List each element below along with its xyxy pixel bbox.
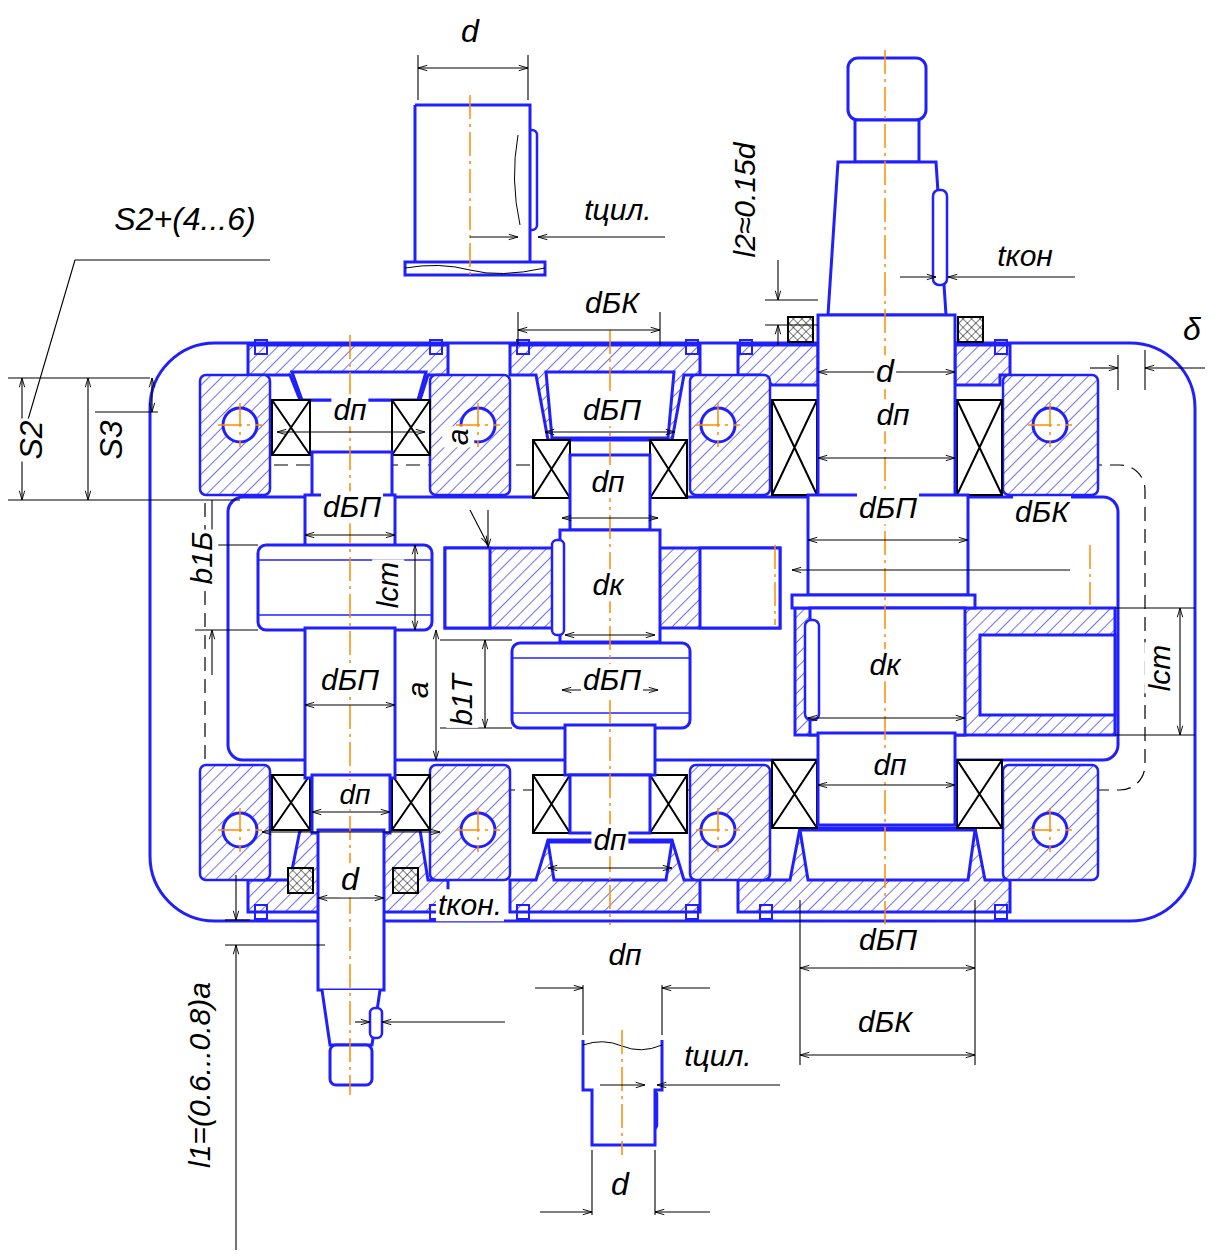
dimension-label: dБП bbox=[857, 924, 919, 956]
dimension-label: dБП bbox=[581, 394, 643, 426]
dimension-label: dп bbox=[871, 749, 908, 781]
dimension-label: dБК bbox=[856, 1006, 914, 1038]
dimension-label: dБП bbox=[321, 491, 383, 523]
dimension-lines bbox=[8, 55, 1205, 1250]
output-shaft bbox=[792, 58, 1115, 825]
dimension-label: l1=(0.6...0.8)a bbox=[184, 980, 216, 1170]
dimension-label: dп bbox=[589, 466, 626, 498]
dimension-label: a bbox=[402, 680, 434, 701]
dimension-label: dк bbox=[868, 649, 903, 681]
dimension-label: d bbox=[339, 863, 361, 897]
input-shaft bbox=[258, 452, 432, 1085]
housing bbox=[150, 343, 1195, 921]
intermediate-shaft bbox=[445, 455, 780, 833]
dimension-label: b1Б bbox=[186, 530, 218, 587]
bolts bbox=[223, 408, 1067, 847]
dimension-label: dп bbox=[591, 824, 628, 856]
bearing-covers bbox=[248, 345, 1010, 912]
dimension-label: lст bbox=[1144, 643, 1176, 694]
dimension-label: tцил. bbox=[582, 194, 653, 226]
dimension-label: dБК bbox=[583, 287, 641, 319]
dimension-label: δ bbox=[1181, 313, 1203, 347]
dimension-label: d bbox=[609, 1168, 631, 1202]
dimension-label: dп bbox=[338, 780, 373, 809]
dimension-label: l2≈0.15d bbox=[729, 141, 761, 260]
dimension-label: lст bbox=[372, 560, 404, 611]
dimension-label: S3 bbox=[95, 418, 129, 461]
dimension-label: dБП bbox=[857, 492, 919, 524]
dimension-label: S2+(4...6) bbox=[112, 203, 257, 237]
dimension-label: tкон. bbox=[436, 889, 504, 921]
centre-lines bbox=[218, 50, 1090, 1155]
dimension-label: a bbox=[442, 427, 474, 448]
dimension-label: tцил. bbox=[682, 1040, 753, 1072]
dimension-label: dБП bbox=[581, 664, 643, 696]
dimension-label: dп bbox=[874, 399, 911, 431]
dimension-label: dп bbox=[331, 394, 368, 426]
dimension-label: dк bbox=[591, 569, 626, 601]
dimension-label: b1Т bbox=[446, 672, 478, 728]
shaft-end-views bbox=[405, 105, 662, 1145]
dimension-label: dп bbox=[606, 939, 643, 971]
dimension-label: d bbox=[874, 355, 896, 389]
dimension-label: S2 bbox=[15, 418, 49, 461]
dimension-label: dБК bbox=[1013, 496, 1071, 528]
dimension-label: tкон bbox=[995, 240, 1055, 272]
dimension-label: dБП bbox=[319, 664, 381, 696]
dimension-label: d bbox=[459, 15, 481, 49]
